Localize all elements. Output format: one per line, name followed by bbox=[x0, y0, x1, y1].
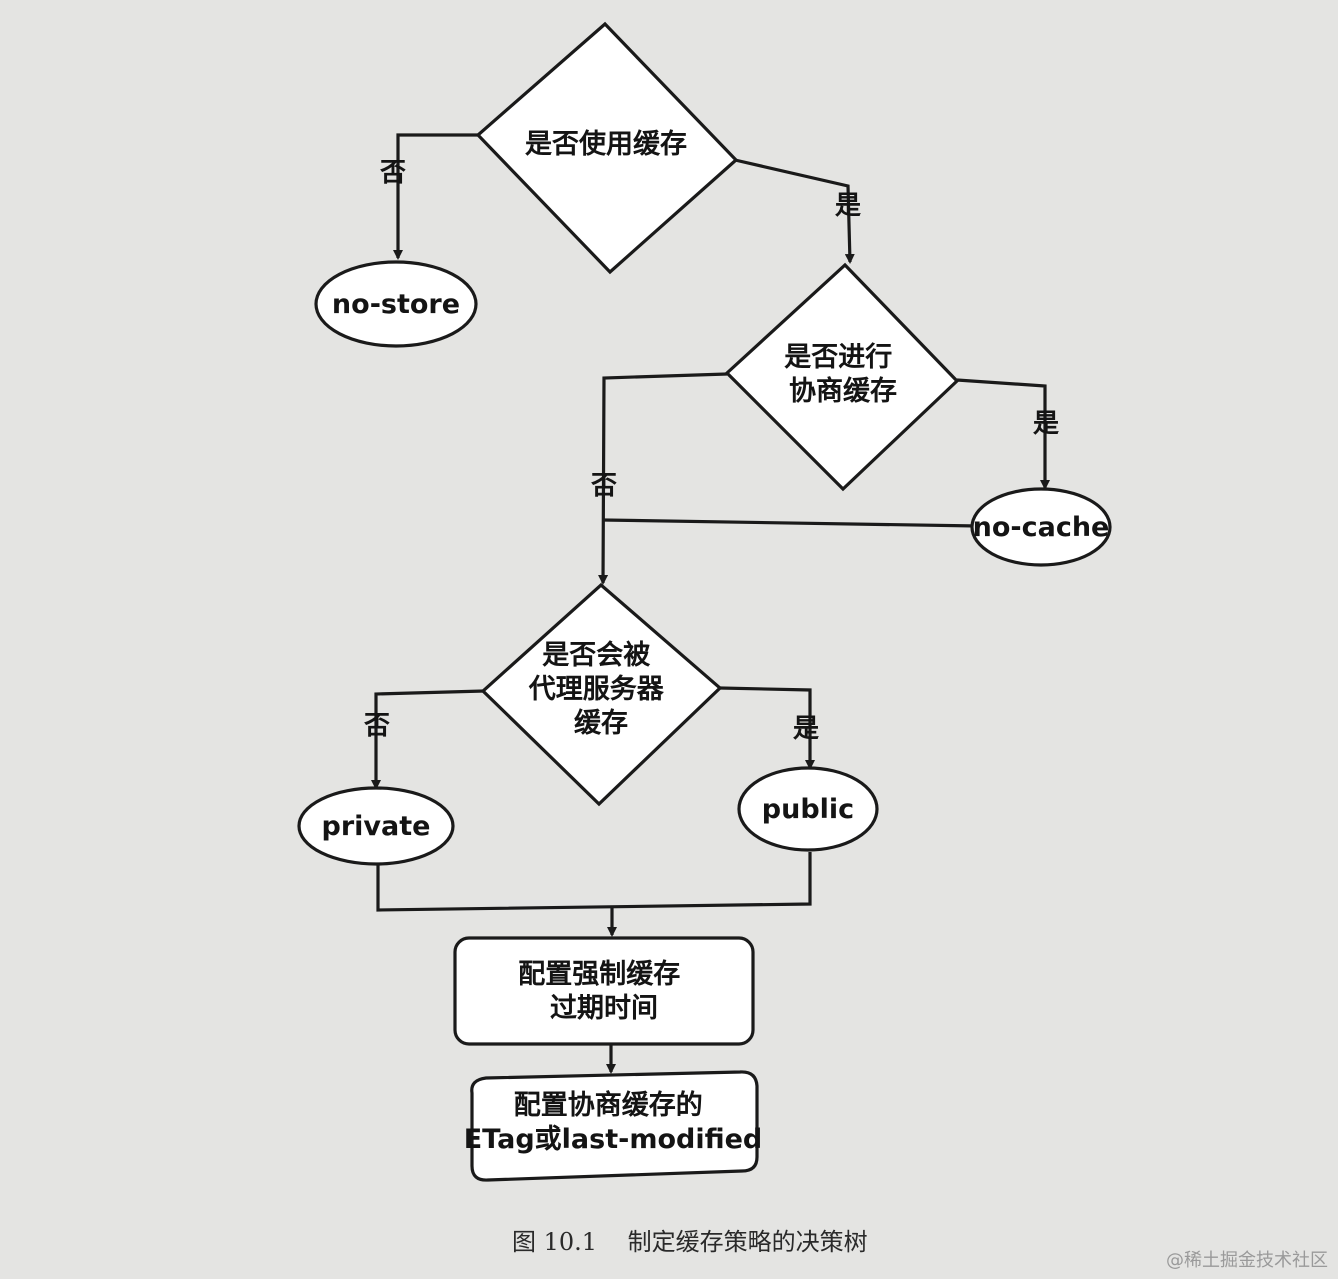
terminal-no-cache bbox=[970, 487, 1112, 567]
edge-use-cache-yes bbox=[734, 158, 855, 264]
shapes bbox=[297, 21, 1112, 1182]
edge-proxy-no bbox=[371, 689, 485, 790]
edge-proxy-yes bbox=[719, 686, 815, 770]
node-proxy-line-1: 是否会被 bbox=[542, 640, 650, 671]
edge-label-negotiate-yes: 是 bbox=[1033, 409, 1059, 439]
edge-negotiate-yes bbox=[956, 378, 1050, 490]
node-labels: 是否使用缓存 no-store 是否进行 协商缓存 no-cache 是否会被 … bbox=[322, 129, 1110, 1155]
process-etag bbox=[470, 1070, 759, 1182]
node-force-expire-line-2: 过期时间 bbox=[550, 993, 658, 1024]
node-negotiate-line-1: 是否进行 bbox=[784, 341, 892, 373]
decision-use-cache bbox=[475, 21, 739, 275]
node-force-expire-line-1: 配置强制缓存 bbox=[518, 959, 680, 990]
node-proxy-label: 是否会被 代理服务器 缓存 bbox=[528, 640, 673, 739]
node-no-store-label: no-store bbox=[332, 289, 460, 320]
edge-label-use-cache-no: 否 bbox=[380, 158, 406, 188]
node-negotiate-line-2: 协商缓存 bbox=[789, 376, 897, 407]
node-private-label: private bbox=[322, 811, 431, 842]
edge-label-use-cache-yes: 是 bbox=[835, 191, 861, 221]
watermark: @稀土掘金技术社区 bbox=[1166, 1250, 1328, 1271]
node-no-cache-label: no-cache bbox=[973, 512, 1110, 543]
edge-label-proxy-no: 否 bbox=[364, 711, 390, 741]
edge-no-cache-merge bbox=[602, 518, 979, 528]
connectors bbox=[371, 133, 1050, 1074]
figure-caption: 图 10.1 制定缓存策略的决策树 bbox=[512, 1228, 868, 1256]
node-proxy-line-2: 代理服务器 bbox=[528, 674, 665, 705]
edge-label-proxy-yes: 是 bbox=[793, 714, 819, 744]
node-negotiate-label: 是否进行 协商缓存 bbox=[784, 341, 901, 407]
node-proxy-line-3: 缓存 bbox=[574, 708, 628, 739]
edge-label-negotiate-no: 否 bbox=[591, 471, 617, 501]
edge-negotiate-no bbox=[598, 372, 728, 585]
node-use-cache-line-1: 是否使用缓存 bbox=[525, 129, 687, 160]
node-etag-label: 配置协商缓存的 ETag或last-modified bbox=[464, 1089, 763, 1155]
node-etag-line-1: 配置协商缓存的 bbox=[514, 1089, 703, 1121]
node-public-label: public bbox=[762, 794, 854, 825]
terminal-no-store bbox=[314, 260, 478, 348]
decision-proxy bbox=[480, 582, 723, 807]
terminal-public bbox=[737, 766, 879, 852]
decision-negotiate bbox=[724, 262, 960, 492]
edge-private-merge bbox=[376, 852, 812, 912]
node-etag-line-2: ETag或last-modified bbox=[464, 1124, 763, 1155]
edge-use-cache-no bbox=[393, 133, 478, 260]
terminal-private bbox=[297, 786, 455, 866]
node-use-cache-label: 是否使用缓存 bbox=[525, 129, 687, 160]
edge-labels: 否 是 是 否 否 是 bbox=[364, 158, 1059, 744]
process-force-expire bbox=[453, 936, 755, 1046]
node-force-expire-label: 配置强制缓存 过期时间 bbox=[518, 959, 689, 1024]
